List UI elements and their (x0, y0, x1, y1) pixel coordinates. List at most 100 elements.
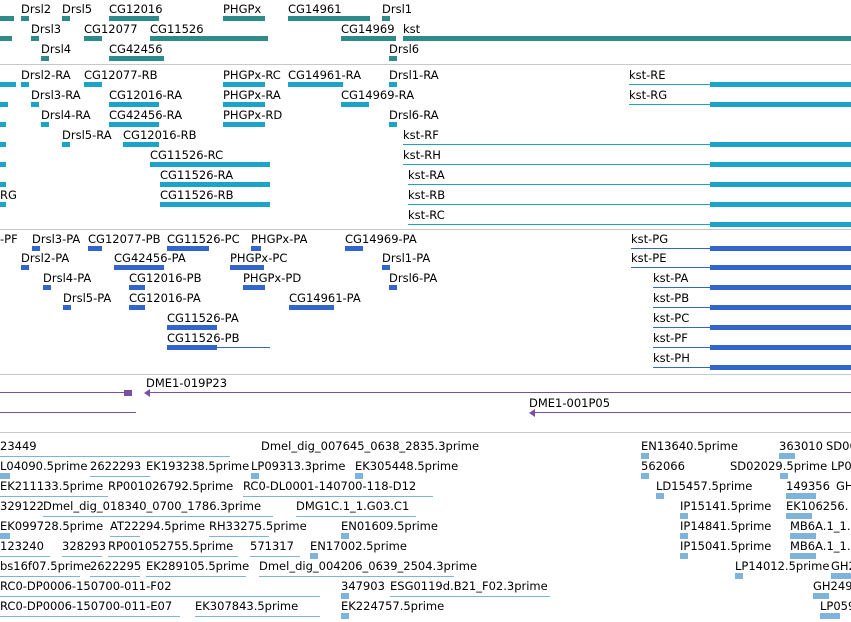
est-block[interactable] (0, 533, 10, 539)
protein-label[interactable]: CG12077-PB (88, 232, 161, 246)
transcript-label[interactable]: Drsl1-RA (389, 68, 439, 82)
est-line[interactable] (146, 576, 246, 577)
est-line[interactable] (209, 536, 269, 537)
transcript-label[interactable]: Drsl5-RA (62, 128, 112, 142)
est-line[interactable] (390, 596, 550, 597)
gene-feature[interactable] (109, 56, 164, 61)
est-label[interactable]: GH2 (831, 559, 851, 573)
transcript-feature[interactable] (288, 82, 343, 87)
est-label[interactable]: EK106256. (786, 499, 849, 513)
est-line[interactable] (296, 516, 416, 517)
protein-label[interactable]: Drsl5-PA (63, 291, 112, 305)
transcript-label[interactable]: CG14969-RA (341, 88, 415, 102)
kst-transcript-line[interactable] (408, 184, 851, 185)
est-block[interactable] (341, 533, 349, 539)
est-label[interactable]: ESG0119d.B21_F02.3prime (390, 579, 548, 593)
protein-label[interactable]: kst-PE (631, 251, 667, 265)
gene-label[interactable]: CG12077 (84, 22, 138, 36)
gene-feature[interactable] (31, 36, 39, 41)
est-label[interactable]: EK305448.5prime (355, 459, 459, 473)
est-line[interactable] (0, 596, 320, 597)
est-line[interactable] (250, 556, 300, 557)
est-block[interactable] (341, 613, 349, 619)
est-label[interactable]: RP001026792.5prime (108, 479, 234, 493)
est-label[interactable]: 328293 (62, 539, 106, 553)
est-label[interactable]: EK211133.5prime (0, 479, 104, 493)
transcript-label[interactable]: CG12077-RB (84, 68, 158, 82)
protein-feature[interactable] (167, 325, 217, 330)
gene-label[interactable]: Drsl1 (382, 2, 413, 16)
transcript-feature[interactable] (223, 122, 265, 127)
gene-feature[interactable] (403, 36, 851, 41)
gene-label[interactable]: Drsl3 (31, 22, 62, 36)
protein-label[interactable]: kst-PG (631, 232, 669, 246)
protein-label[interactable]: CG11526-PC (167, 232, 240, 246)
est-block[interactable] (790, 553, 816, 559)
transcript-label[interactable]: CG11526-RC (150, 148, 224, 162)
transcript-feature[interactable] (62, 142, 70, 147)
est-line[interactable] (0, 576, 80, 577)
protein-label[interactable]: CG11526-PB (167, 331, 240, 345)
protein-label[interactable]: kst-PB (653, 291, 690, 305)
transcript-feature[interactable] (84, 82, 102, 87)
est-label[interactable]: MB6A.1_1. (790, 539, 851, 553)
transcript-feature[interactable] (0, 102, 8, 107)
est-block[interactable] (786, 493, 816, 499)
est-label[interactable]: 329122 (0, 499, 44, 513)
est-block[interactable] (820, 613, 840, 619)
transcript-feature[interactable] (41, 122, 49, 127)
est-label[interactable]: LP14012.5prime (735, 559, 830, 573)
est-label[interactable]: RP001052755.5prime (108, 539, 234, 553)
est-block[interactable] (680, 533, 688, 539)
gene-label[interactable]: Drsl5 (62, 2, 93, 16)
est-line[interactable] (0, 456, 230, 457)
gene-label[interactable]: CG14961 (288, 2, 342, 16)
est-label[interactable]: 562066 (641, 459, 685, 473)
est-label[interactable]: EN13640.5prime (641, 439, 738, 453)
protein-feature[interactable] (167, 246, 209, 251)
transcript-feature[interactable] (160, 202, 270, 207)
protein-label[interactable]: CG12016-PA (129, 291, 201, 305)
transcript-feature[interactable] (109, 102, 159, 107)
clone-line[interactable] (0, 412, 136, 413)
protein-label[interactable]: PHGPx-PD (243, 271, 302, 285)
protein-label[interactable]: kst-PH (653, 351, 690, 365)
gene-label[interactable]: Drsl4 (41, 42, 72, 56)
clone-label[interactable]: DME1-019P23 (146, 376, 228, 390)
transcript-feature[interactable] (109, 122, 159, 127)
est-label[interactable]: L04090.5prime (0, 459, 88, 473)
est-block[interactable] (786, 513, 812, 519)
est-label[interactable]: SD02029.5prime (730, 459, 828, 473)
gene-feature[interactable] (150, 36, 268, 41)
protein-feature[interactable] (21, 265, 29, 270)
est-label[interactable]: LP059 (820, 599, 851, 613)
est-label[interactable]: IP15041.5prime (680, 539, 772, 553)
protein-feature[interactable] (43, 285, 51, 290)
est-label[interactable]: RH33275.5prime (209, 519, 307, 533)
gene-label[interactable]: Drsl2 (21, 2, 52, 16)
est-line[interactable] (0, 496, 108, 497)
transcript-feature[interactable] (0, 142, 6, 147)
gene-feature[interactable] (84, 36, 102, 41)
est-block[interactable] (780, 473, 788, 479)
protein-feature[interactable] (345, 246, 363, 251)
protein-feature[interactable] (382, 265, 390, 270)
transcript-label[interactable]: PHGPx-RC (223, 68, 281, 82)
transcript-feature[interactable] (31, 102, 39, 107)
est-label[interactable]: EK224757.5prime (341, 599, 445, 613)
est-label[interactable]: 571317 (250, 539, 294, 553)
est-line[interactable] (90, 576, 140, 577)
est-line[interactable] (43, 516, 273, 517)
est-label[interactable]: EN17002.5prime (310, 539, 407, 553)
gene-feature[interactable] (382, 16, 390, 21)
est-label[interactable]: LD15457.5prime (656, 479, 753, 493)
transcript-label[interactable]: CG12016-RA (109, 88, 183, 102)
transcript-feature[interactable] (389, 122, 397, 127)
clone-label[interactable]: DME1-001P05 (529, 396, 611, 410)
transcript-feature[interactable] (223, 102, 265, 107)
protein-label[interactable]: kst-PC (653, 311, 690, 325)
transcript-feature[interactable] (0, 182, 6, 187)
protein-feature[interactable] (63, 305, 71, 310)
protein-label[interactable]: Drsl3-PA (32, 232, 81, 246)
est-block[interactable] (251, 473, 259, 479)
